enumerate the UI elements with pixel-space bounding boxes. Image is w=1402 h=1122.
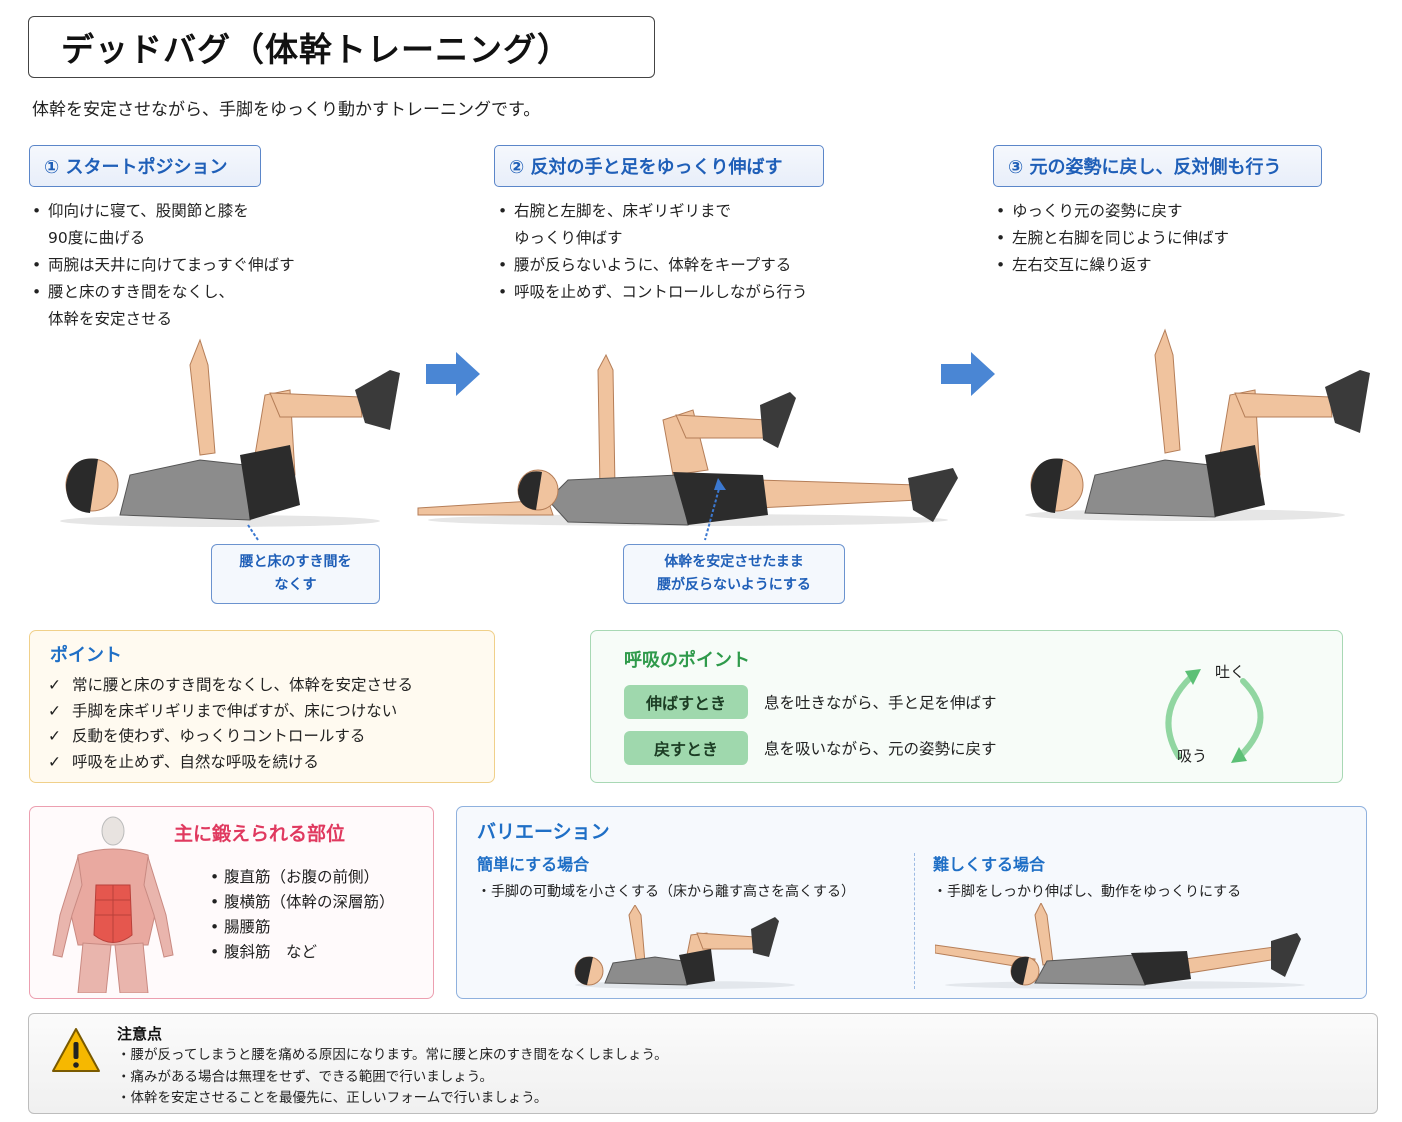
breathing-row-return: 戻すとき 息を吸いながら、元の姿勢に戻す (624, 731, 997, 765)
step-2-bullet: 腰が反らないように、体幹をキープする (496, 252, 807, 279)
variation-easy-desc: ・手脚の可動域を小さくする（床から離す高さを高くする） (477, 884, 855, 900)
breathing-title: 呼吸のポイント (624, 650, 750, 671)
callout-lower-back: 腰と床のすき間を なくす (211, 544, 380, 604)
step-3-bullet: 左腕と右脚を同じように伸ばす (994, 225, 1229, 252)
points-item: ✓常に腰と床のすき間をなくし、体幹を安定させる (48, 673, 476, 699)
exhale-label: 吐く (1215, 663, 1246, 681)
breathing-desc: 息を吐きながら、手と足を伸ばす (764, 694, 997, 712)
caution-title: 注意点 (117, 1025, 163, 1043)
step-3-heading: ③ 元の姿勢に戻し、反対側も行う (993, 145, 1322, 187)
caution-item: 痛みがある場合は無理をせず、できる範囲で行いましょう。 (117, 1067, 668, 1089)
points-title: ポイント (50, 645, 122, 666)
dead-bug-start-position-illustration (60, 338, 400, 541)
variation-hard-illustration (935, 903, 1305, 989)
step-1-heading: ① スタートポジション (29, 145, 261, 187)
next-step-arrow-icon (941, 352, 995, 396)
breathing-cycle-arrows-icon (1165, 669, 1264, 763)
points-item: ✓反動を使わず、ゆっくりコントロールする (48, 724, 476, 750)
variation-easy: 簡単にする場合 ・手脚の可動域を小さくする（床から離す高さを高くする） (477, 851, 855, 901)
check-icon: ✓ (48, 752, 61, 771)
caution-list: 腰が反ってしまうと腰を痛める原因になります。常に腰と床のすき間をなくしましょう。… (117, 1045, 668, 1110)
title-box: デッドバグ（体幹トレーニング） (28, 16, 655, 78)
muscles-list: 腹直筋（お腹の前側） 腹横筋（体幹の深層筋） 腸腰筋 腹斜筋 など (210, 865, 395, 965)
step-2-bullet: 呼吸を止めず、コントロールしながら行う (496, 279, 807, 306)
warning-icon (52, 1028, 100, 1072)
step-1-bullet: 腰と床のすき間をなくし、体幹を安定させる (30, 279, 295, 333)
page-title: デッドバグ（体幹トレーニング） (61, 30, 571, 69)
variation-easy-illustration (574, 905, 795, 989)
dead-bug-extend-opposite-limbs-illustration (417, 353, 958, 541)
muscle-item: 腹直筋（お腹の前側） (210, 865, 395, 890)
points-item: ✓呼吸を止めず、自然な呼吸を続ける (48, 750, 476, 776)
variations-title: バリエーション (477, 821, 610, 843)
variation-hard-desc: ・手脚をしっかり伸ばし、動作をゆっくりにする (933, 884, 1242, 900)
breathing-tag: 伸ばすとき (624, 685, 748, 719)
caution-item: 体幹を安定させることを最優先に、正しいフォームで行いましょう。 (117, 1088, 668, 1110)
caution-panel: 注意点 腰が反ってしまうと腰を痛める原因になります。常に腰と床のすき間をなくしま… (28, 1013, 1378, 1114)
muscle-item: 腹横筋（体幹の深層筋） (210, 890, 395, 915)
muscles-panel: 主に鍛えられる部位 腹直筋（お腹の前側） 腹横筋（体幹の深層筋） 腸腰筋 腹斜筋… (29, 806, 434, 999)
variations-divider (914, 853, 915, 989)
muscle-item: 腹斜筋 など (210, 940, 395, 965)
points-panel: ポイント ✓常に腰と床のすき間をなくし、体幹を安定させる ✓手脚を床ギリギリまで… (29, 630, 495, 783)
muscle-item: 腸腰筋 (210, 915, 395, 940)
next-step-arrow-icon (426, 352, 480, 396)
inhale-label: 吸う (1177, 747, 1208, 765)
step-2-heading: ② 反対の手と足をゆっくり伸ばす (494, 145, 824, 187)
dead-bug-return-position-illustration (1025, 328, 1370, 521)
breathing-row-extend: 伸ばすとき 息を吐きながら、手と足を伸ばす (624, 685, 997, 719)
variations-panel: バリエーション 簡単にする場合 ・手脚の可動域を小さくする（床から離す高さを高く… (456, 806, 1367, 999)
muscles-title: 主に鍛えられる部位 (174, 823, 346, 845)
step-1-bullet: 両腕は天井に向けてまっすぐ伸ばす (30, 252, 295, 279)
variation-hard: 難しくする場合 ・手脚をしっかり伸ばし、動作をゆっくりにする (933, 851, 1241, 901)
breathing-desc: 息を吸いながら、元の姿勢に戻す (764, 740, 997, 758)
variation-hard-heading: 難しくする場合 (933, 855, 1046, 874)
caution-item: 腰が反ってしまうと腰を痛める原因になります。常に腰と床のすき間をなくしましょう。 (117, 1045, 668, 1067)
breathing-cycle: 吐く 吸う (1151, 659, 1291, 769)
points-item: ✓手脚を床ギリギリまで伸ばすが、床につけない (48, 699, 476, 725)
check-icon: ✓ (48, 727, 61, 745)
check-icon: ✓ (48, 676, 61, 694)
points-list: ✓常に腰と床のすき間をなくし、体幹を安定させる ✓手脚を床ギリギリまで伸ばすが、… (48, 673, 476, 775)
callout-core-stable: 体幹を安定させたまま 腰が反らないようにする (623, 544, 845, 604)
page-subtitle: 体幹を安定させながら、手脚をゆっくり動かすトレーニングです。 (32, 100, 541, 120)
breathing-panel: 呼吸のポイント 伸ばすとき 息を吐きながら、手と足を伸ばす 戻すとき 息を吸いな… (590, 630, 1343, 783)
step-3-bullet: ゆっくり元の姿勢に戻す (994, 198, 1229, 225)
step-3-bullet: 左右交互に繰り返す (994, 252, 1229, 279)
muscle-anatomy-illustration (52, 816, 174, 993)
breathing-tag: 戻すとき (624, 731, 748, 765)
check-icon: ✓ (48, 701, 61, 720)
variation-easy-heading: 簡単にする場合 (477, 855, 590, 874)
step-3-bullets: ゆっくり元の姿勢に戻す 左腕と右脚を同じように伸ばす 左右交互に繰り返す (994, 198, 1229, 279)
